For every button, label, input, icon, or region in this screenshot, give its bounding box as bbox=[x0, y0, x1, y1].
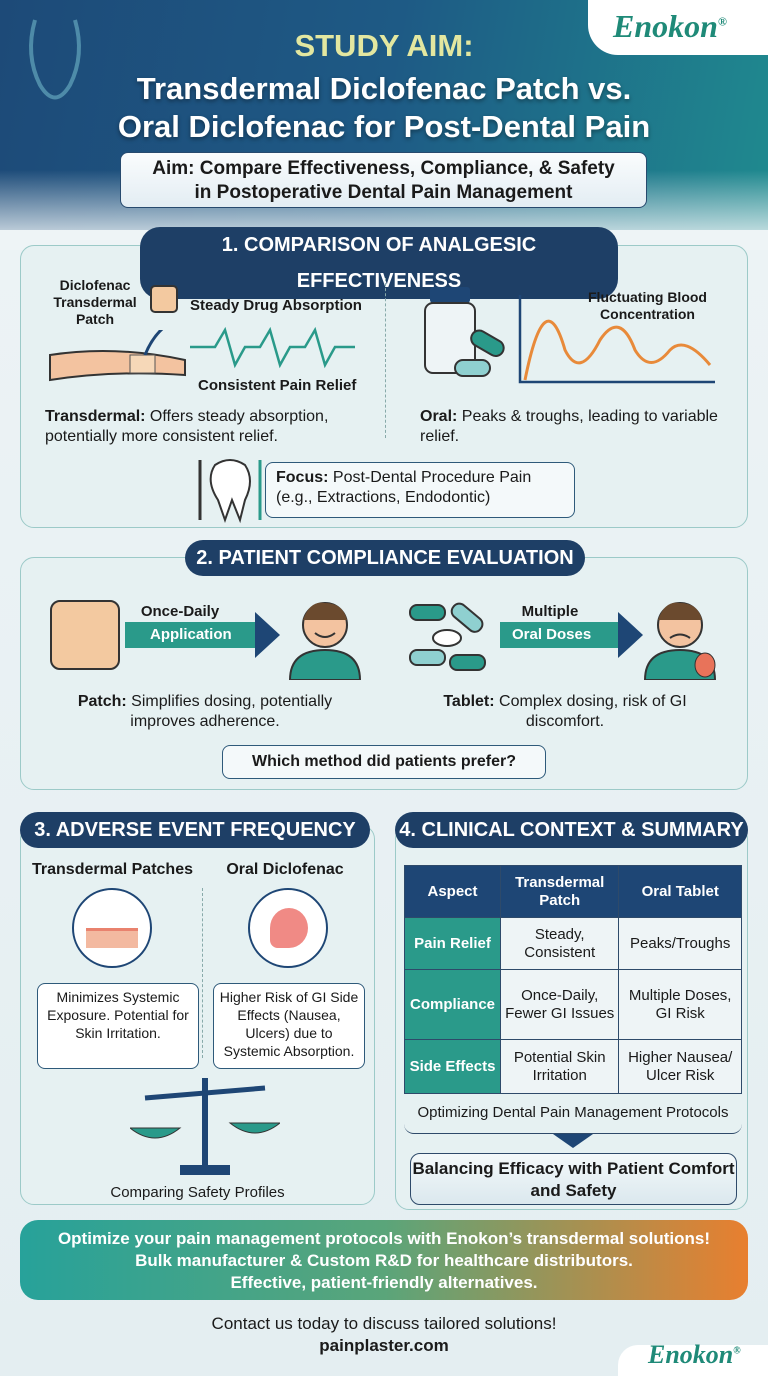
brand-logo: Enokon® bbox=[613, 8, 727, 44]
steady-wave-icon bbox=[190, 326, 355, 369]
safety-caption: Comparing Safety Profiles bbox=[110, 1184, 285, 1201]
section3-title: 3. ADVERSE EVENT FREQUENCY bbox=[20, 812, 370, 848]
focus-box: Focus: Post-Dental Procedure Pain (e.g.,… bbox=[265, 462, 575, 518]
happy-patient-icon bbox=[288, 602, 362, 680]
oral-doses-arrow: Oral Doses bbox=[500, 622, 620, 648]
consistent-relief-label: Consistent Pain Relief bbox=[198, 377, 357, 394]
conclusion-box: Balancing Efficacy with Patient Comfort … bbox=[410, 1153, 737, 1205]
col-transdermal: Transdermal Patches bbox=[32, 861, 193, 878]
tablet-compliance-text: Tablet: Complex dosing, risk of GI disco… bbox=[443, 693, 687, 730]
protocols-label: Optimizing Dental Pain Management Protoc… bbox=[404, 1104, 742, 1134]
stethoscope-icon bbox=[29, 19, 81, 100]
patch-icon bbox=[50, 600, 120, 670]
arrow-icon bbox=[255, 612, 280, 658]
page-title: Transdermal Diclofenac Patch vs.Oral Dic… bbox=[117, 71, 651, 144]
cta-banner: Optimize your pain management protocols … bbox=[20, 1220, 748, 1300]
aim-box: Aim: Compare Effectiveness, Compliance, … bbox=[120, 152, 647, 208]
logo-tab: Enokon® bbox=[588, 0, 768, 55]
oral-safety-note: Higher Risk of GI Side Effects (Nausea, … bbox=[213, 983, 365, 1069]
arrow-icon bbox=[618, 612, 643, 658]
oral-text: Oral: Peaks & troughs, leading to variab… bbox=[420, 408, 718, 445]
down-arrow-icon bbox=[553, 1134, 593, 1148]
section4-title: 4. CLINICAL CONTEXT & SUMMARY bbox=[395, 812, 748, 848]
skin-icon bbox=[72, 888, 152, 968]
discomfort-patient-icon bbox=[643, 602, 717, 680]
blood-concentration-chart-icon bbox=[518, 295, 715, 384]
tooth-tools-icon bbox=[198, 459, 262, 524]
patch-icon bbox=[150, 285, 178, 313]
transdermal-safety-note: Minimizes Systemic Exposure. Potential f… bbox=[37, 983, 199, 1069]
col-oral: Oral Diclofenac bbox=[226, 861, 344, 878]
multiple-label: Multiple bbox=[521, 603, 579, 620]
arm-icon bbox=[49, 330, 186, 382]
footer-contact: Contact us today to discuss tailored sol… bbox=[0, 1313, 768, 1357]
section2-title: 2. PATIENT COMPLIANCE EVALUATION bbox=[185, 540, 585, 576]
website-link[interactable]: painplaster.com bbox=[319, 1336, 449, 1355]
pill-bottle-icon bbox=[424, 287, 505, 377]
patch-compliance-text: Patch: Simplifies dosing, potentially im… bbox=[77, 693, 333, 730]
pills-icon bbox=[409, 602, 486, 671]
patch-label: Diclofenac Transdermal Patch bbox=[53, 277, 137, 327]
application-arrow: Application bbox=[125, 622, 255, 648]
section1-title: 1. COMPARISON OF ANALGESIC EFFECTIVENESS bbox=[140, 227, 618, 299]
steady-absorption-label: Steady Drug Absorption bbox=[190, 297, 362, 314]
stomach-icon bbox=[248, 888, 328, 968]
balance-scale-icon bbox=[130, 1078, 280, 1175]
preference-question: Which method did patients prefer? bbox=[222, 745, 546, 779]
transdermal-text: Transdermal: Offers steady absorption, p… bbox=[45, 408, 329, 445]
brand-logo-footer: Enokon® bbox=[648, 1340, 741, 1369]
kicker: STUDY AIM: bbox=[294, 28, 474, 63]
divider bbox=[385, 278, 386, 438]
once-daily-label: Once-Daily bbox=[140, 603, 220, 620]
fluctuating-label: Fluctuating Blood Concentration bbox=[588, 289, 707, 322]
